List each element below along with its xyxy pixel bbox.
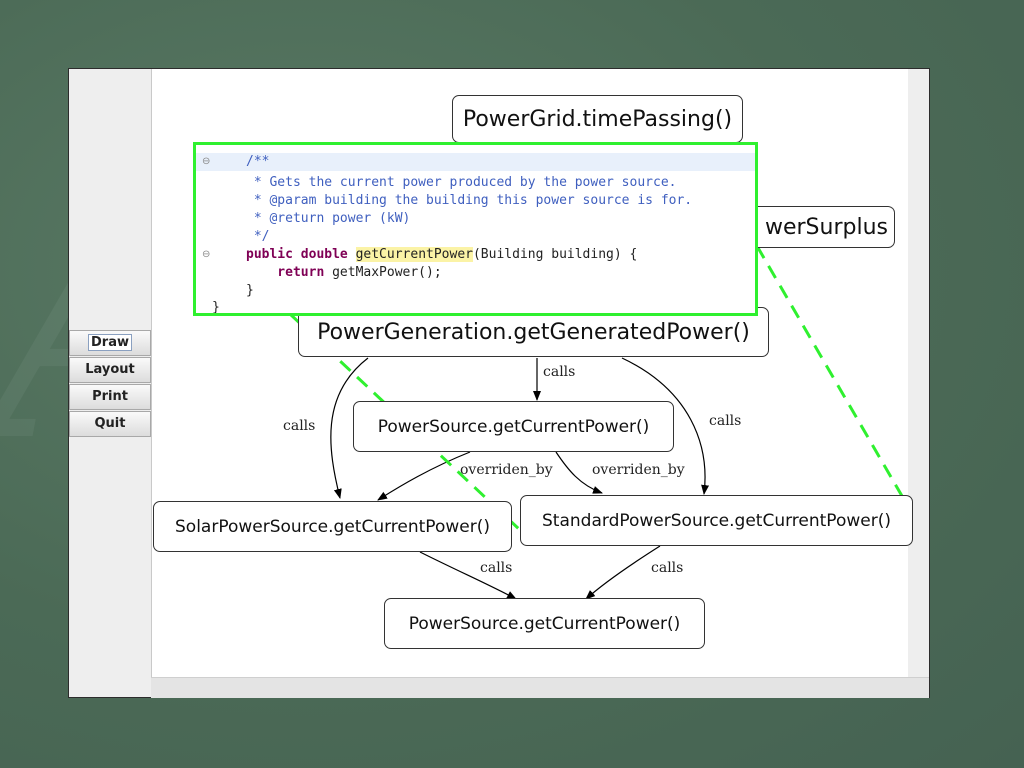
layout-button[interactable]: Layout (69, 357, 151, 383)
fold-toggle-icon[interactable]: ⊖ (202, 156, 211, 167)
code-line: * @param building the building this powe… (196, 192, 755, 210)
edge-overriden-right (555, 451, 603, 494)
fold-toggle-icon[interactable]: ⊖ (202, 249, 211, 260)
edge-label-calls-middle: calls (543, 364, 576, 380)
code-text: */ (246, 229, 270, 244)
edge-label-calls-bottom-right: calls (651, 560, 684, 576)
source-code-lines: ⊖ /** * Gets the current power produced b… (196, 145, 755, 313)
code-text: return getMaxPower(); (246, 265, 442, 280)
edge-calls-bottom-right (585, 545, 661, 600)
draw-button[interactable]: Draw (69, 330, 151, 356)
code-text: /** (246, 154, 270, 169)
edge-label-calls-bottom-left: calls (480, 560, 513, 576)
node-powersource-getcurrentpower[interactable]: PowerSource.getCurrentPower() (353, 401, 674, 452)
node-solarpowersource-getcurrentpower[interactable]: SolarPowerSource.getCurrentPower() (153, 501, 512, 552)
quit-button[interactable]: Quit (69, 411, 151, 437)
code-text: * @return power (kW) (246, 211, 411, 226)
code-text: public double getCurrentPower(Building b… (246, 247, 638, 262)
node-standardpowersource-getcurrentpower[interactable]: StandardPowerSource.getCurrentPower() (520, 495, 913, 546)
node-power-surplus[interactable]: werSurplus (740, 206, 895, 248)
code-text: } (246, 283, 254, 298)
draw-button-label: Draw (88, 334, 132, 351)
code-text: * Gets the current power produced by the… (246, 175, 677, 190)
code-line: ⊖ public double getCurrentPower(Building … (196, 246, 755, 264)
code-line: * @return power (kW) (196, 210, 755, 228)
source-code-popup: ⊖ /** * Gets the current power produced b… (193, 142, 758, 316)
edge-label-calls-left: calls (283, 418, 316, 434)
edge-label-calls-right: calls (709, 413, 742, 429)
edge-overriden-left (377, 451, 471, 501)
node-powergrid-timepassing[interactable]: PowerGrid.timePassing() (452, 95, 743, 143)
bottom-scroll-strip (151, 677, 929, 698)
green-dashed-connector-right (755, 245, 904, 497)
code-line: } (196, 282, 755, 300)
code-line: } (196, 299, 755, 315)
edge-label-overriden-left: overriden_by (460, 462, 553, 478)
code-line: */ (196, 228, 755, 246)
print-button[interactable]: Print (69, 384, 151, 410)
code-text: } (212, 300, 220, 315)
code-line: * Gets the current power produced by the… (196, 174, 755, 192)
code-text: * @param building the building this powe… (246, 193, 693, 208)
edge-label-overriden-right: overriden_by (592, 462, 685, 478)
edge-calls-right (621, 357, 710, 495)
edge-calls-left (330, 357, 369, 499)
code-line: ⊖ /** (196, 153, 755, 171)
node-powersource-getcurrentpower-bottom[interactable]: PowerSource.getCurrentPower() (384, 598, 705, 649)
edge-calls-bottom-left (419, 551, 517, 600)
code-line: return getMaxPower(); (196, 264, 755, 282)
